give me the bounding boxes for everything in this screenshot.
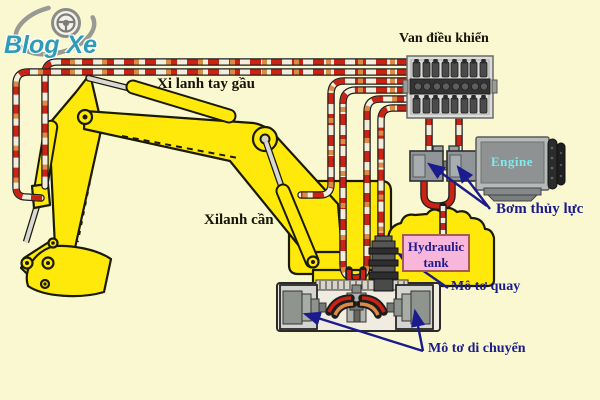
engine-flywheel bbox=[547, 138, 558, 190]
hydraulic-tank-label-box: Hydraulic tank bbox=[402, 234, 470, 272]
arm bbox=[47, 72, 104, 250]
arrow-to-pump-right bbox=[456, 165, 491, 210]
label-hydraulic-pump: Bơm thủy lực bbox=[496, 201, 584, 217]
arrow-to-travel-motor-right bbox=[410, 308, 426, 352]
hydraulic-pump-left bbox=[409, 145, 444, 182]
label-swing-motor: Mô tơ quay bbox=[451, 279, 521, 294]
travel-motor-right bbox=[386, 284, 434, 330]
undercarriage bbox=[276, 279, 441, 332]
arrow-to-travel-motor-left bbox=[302, 311, 424, 353]
swing-motor bbox=[368, 235, 399, 292]
arm-cylinder bbox=[87, 74, 237, 124]
pump-engine-group bbox=[409, 136, 566, 242]
blogxe-logo-text: Blog Xe bbox=[4, 31, 98, 59]
label-boom-cylinder: Xilanh cần bbox=[204, 212, 274, 228]
blogxe-logo-graphic bbox=[13, 3, 97, 57]
hydraulic-lines bbox=[12, 58, 463, 287]
label-arm-cylinder: Xi lanh tay gầu bbox=[157, 76, 255, 92]
engine-block bbox=[475, 136, 566, 202]
control-valve-block bbox=[402, 55, 498, 119]
label-engine: Engine bbox=[490, 154, 533, 169]
hydraulic-pump-right bbox=[446, 145, 478, 182]
excavator-arm-and-boom bbox=[19, 72, 344, 298]
arrow-to-pump-left bbox=[427, 162, 488, 207]
steering-wheel-icon bbox=[51, 8, 81, 38]
label-travel-motor: Mô tơ di chuyển bbox=[428, 341, 526, 356]
label-control-valve: Van điều khiển bbox=[399, 31, 489, 46]
boom-cylinder bbox=[262, 140, 320, 269]
bucket bbox=[25, 244, 113, 298]
